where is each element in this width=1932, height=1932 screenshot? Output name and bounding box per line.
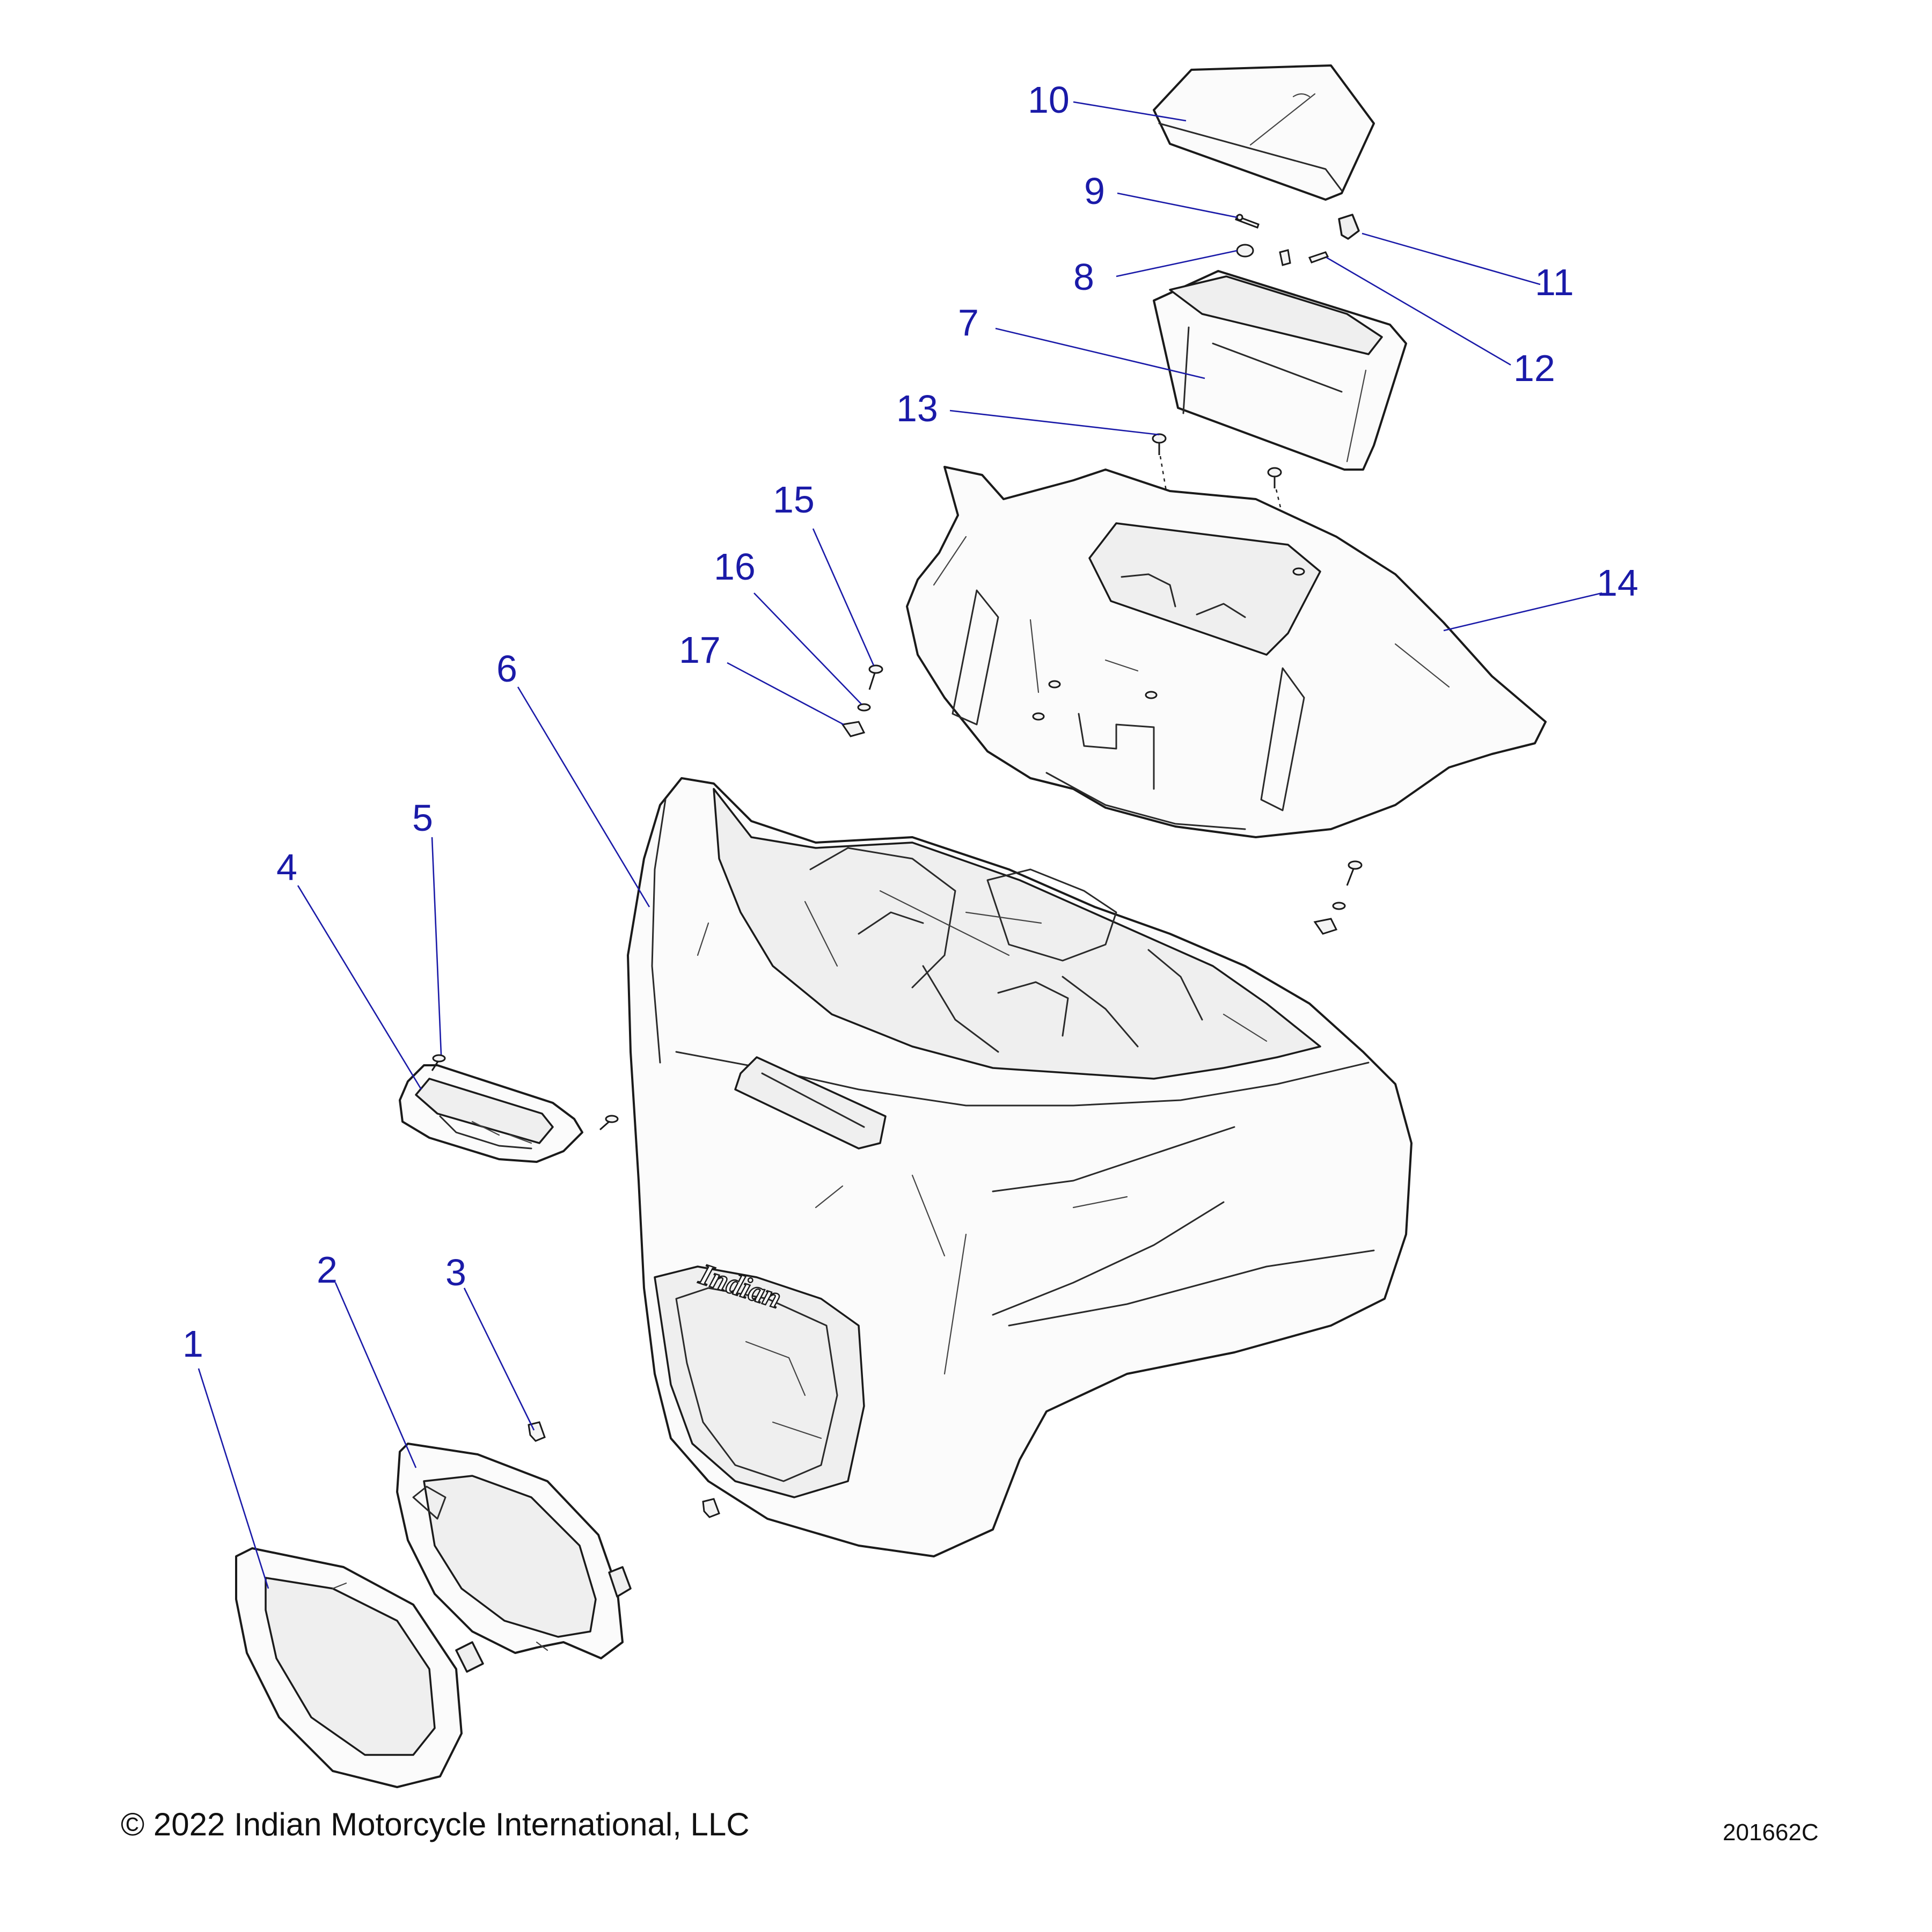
callout-15: 15	[773, 479, 815, 521]
part-8-bushing	[1236, 244, 1254, 258]
callout-8: 8	[1073, 256, 1094, 298]
callout-12: 12	[1513, 347, 1555, 389]
part-7-storage-bin	[1153, 270, 1407, 471]
part-1-trim-ring	[235, 1547, 484, 1788]
callout-10: 10	[1028, 79, 1070, 121]
callout-7: 7	[958, 302, 979, 343]
part-15-16-17-right-set	[1313, 860, 1363, 935]
part-16-washer	[857, 703, 871, 712]
callout-16: 16	[714, 546, 756, 588]
part-10-lid	[1153, 64, 1375, 201]
leader-lines	[197, 101, 1602, 1589]
part-15-screw	[868, 664, 883, 690]
part-4-light-housing	[399, 1064, 583, 1163]
part-17-clip	[841, 721, 866, 737]
copyright-notice: © 2022 Indian Motorcycle International, …	[121, 1806, 750, 1842]
callout-17: 17	[679, 629, 721, 671]
callout-labels: 1 2 3 4 5 6 7 8 9 10 11 12 13 14 15 16 1…	[182, 79, 1638, 1365]
callout-11: 11	[1535, 261, 1574, 303]
callout-1: 1	[182, 1323, 203, 1365]
callout-3: 3	[445, 1252, 466, 1293]
part-9-pin	[1235, 214, 1260, 229]
callout-5: 5	[412, 797, 433, 839]
part-6-outer-fairing	[627, 777, 1413, 1557]
part-14-inner-fairing	[906, 466, 1547, 838]
callout-6: 6	[496, 648, 517, 690]
part-12-spring-pin	[1279, 249, 1329, 266]
callout-9: 9	[1084, 170, 1105, 212]
callout-14: 14	[1597, 562, 1638, 604]
part-2-headlight-bracket	[396, 1443, 632, 1659]
callout-4: 4	[276, 846, 297, 888]
callout-2: 2	[317, 1249, 338, 1291]
drawing-number: 201662C	[1723, 1819, 1819, 1846]
part-11-latch	[1338, 214, 1360, 240]
callout-13: 13	[896, 387, 938, 429]
part-5-screws	[431, 1054, 619, 1131]
